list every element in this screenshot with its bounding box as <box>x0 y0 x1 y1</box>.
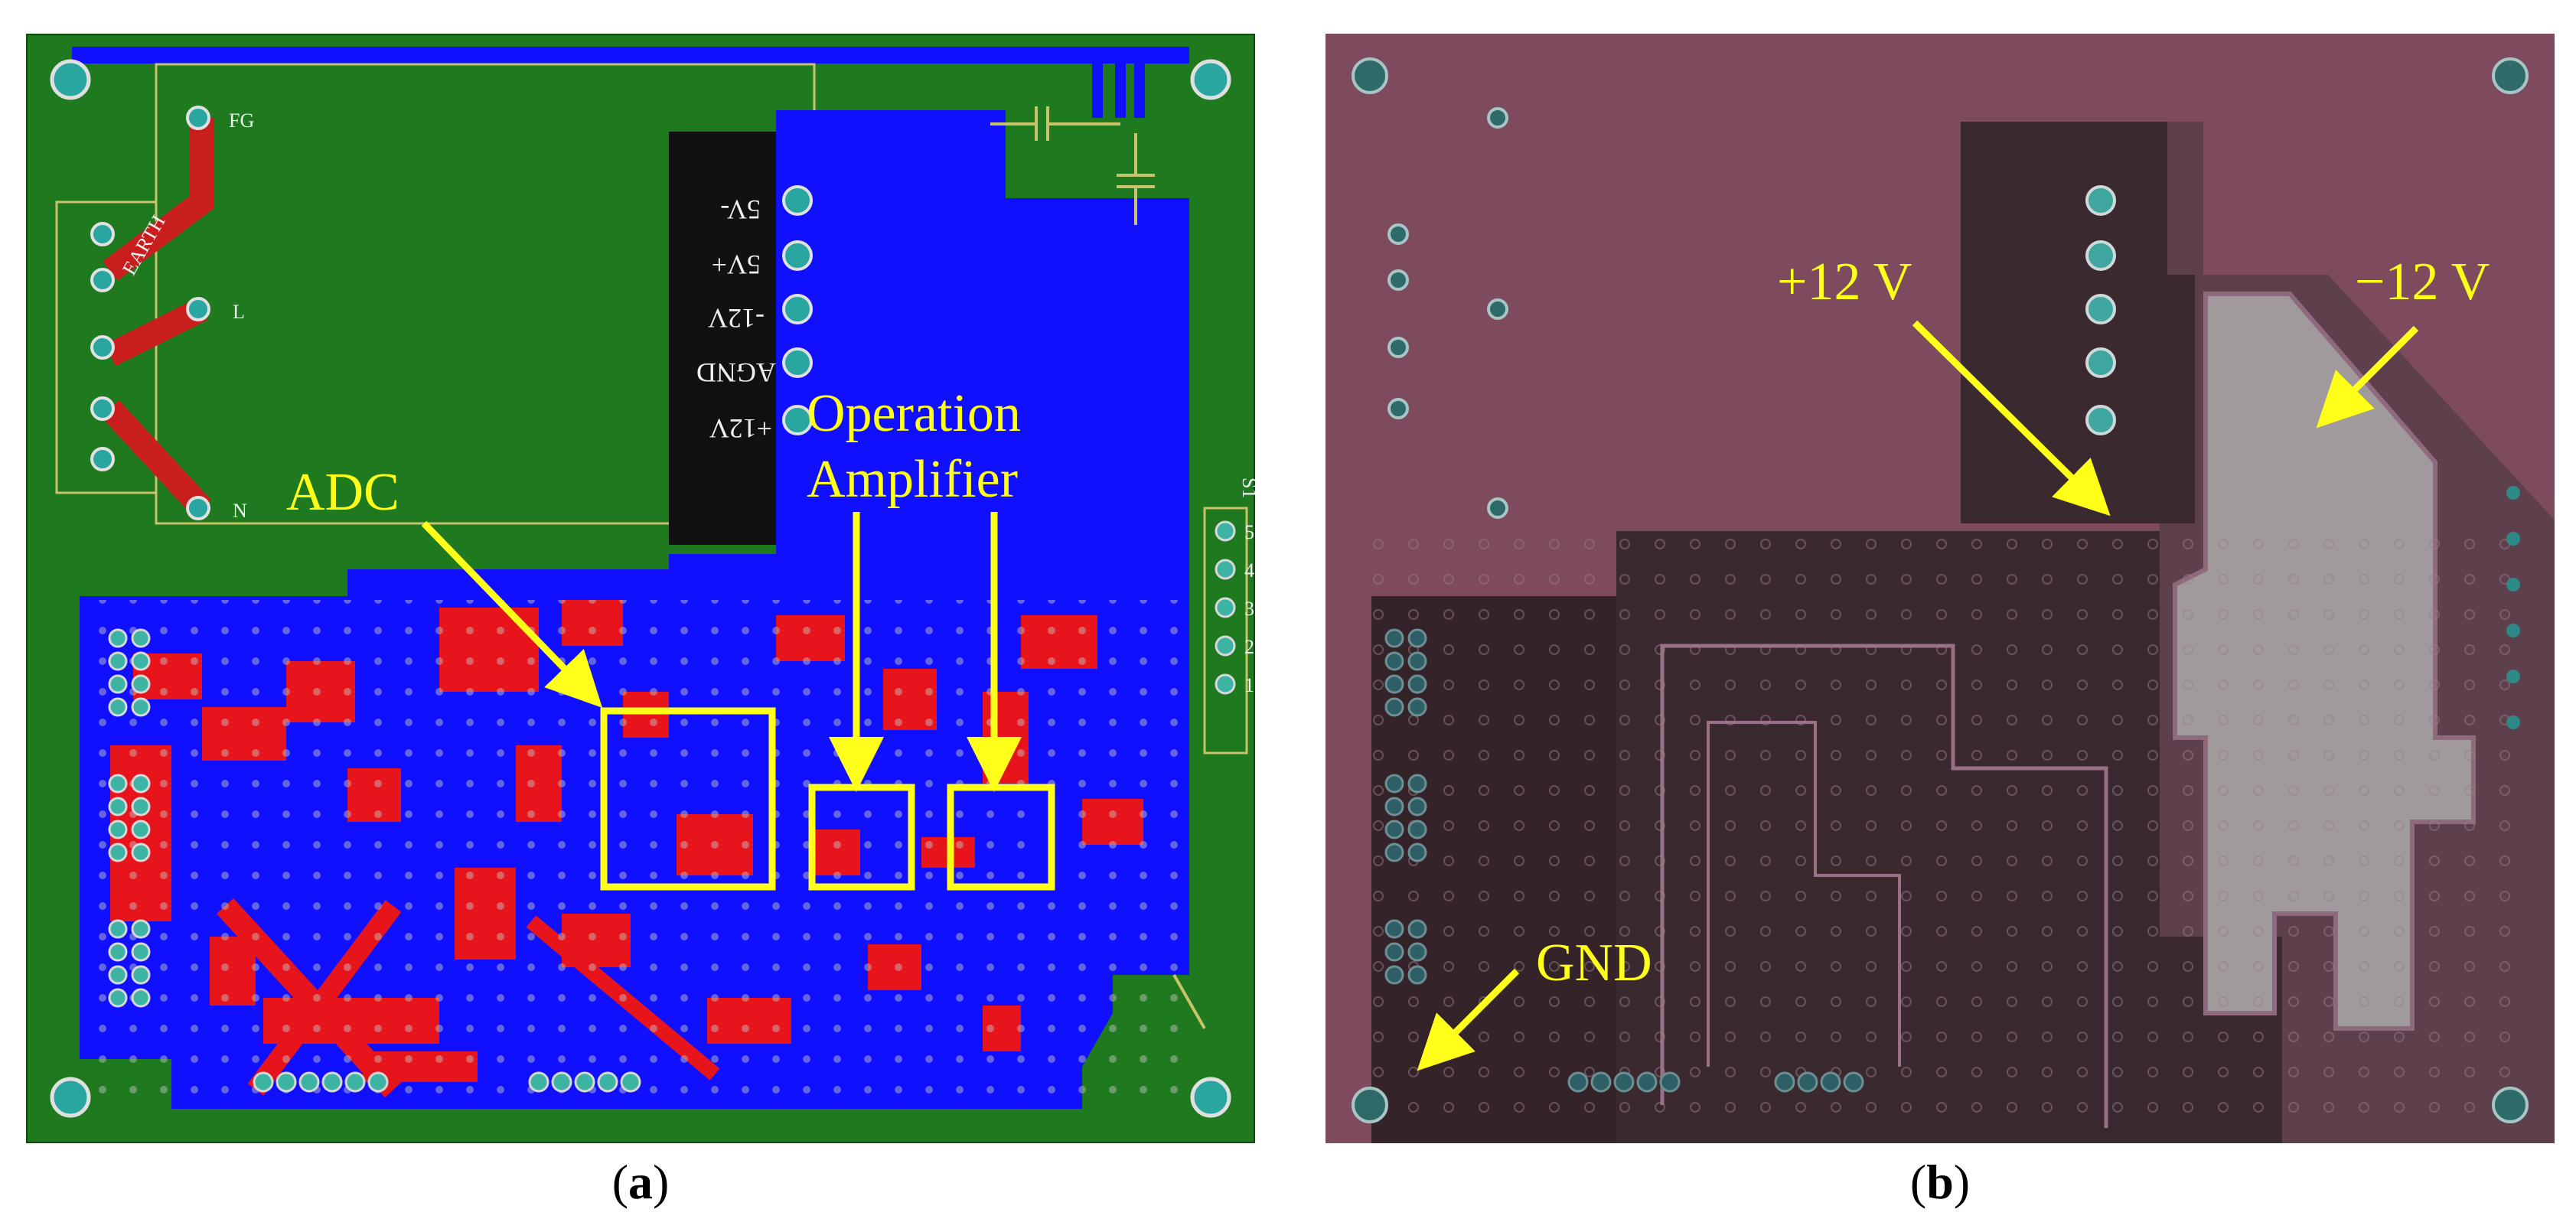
caption-a: (a) <box>611 1155 670 1209</box>
opamp-label-line2: Amplifier <box>807 450 1019 509</box>
opamp-label-line1: Operation <box>807 384 1021 443</box>
svg-text:2: 2 <box>1244 636 1254 658</box>
svg-text:S1: S1 <box>1238 477 1255 498</box>
svg-text:FG: FG <box>229 109 254 132</box>
svg-text:3: 3 <box>1244 598 1254 620</box>
neg12v-arrow <box>2316 325 2419 429</box>
pos12v-arrow <box>1912 320 2111 517</box>
bottom-headers-b <box>1567 1071 1864 1093</box>
svg-text:L: L <box>233 301 245 323</box>
pcb-layout-panel-a: 5V- 5V+ -12V AGND +12V FG L N EARTH S1 5… <box>24 32 1260 1145</box>
svg-text:-12V: -12V <box>708 303 765 334</box>
left-headers <box>108 628 151 1008</box>
svg-text:5V-: 5V- <box>720 194 761 225</box>
adc-arrow <box>421 520 603 708</box>
pcb-layout-panel-b: +12 V −12 V GND <box>1325 34 2558 1143</box>
gnd-arrow <box>1417 968 1520 1071</box>
left-headers-b <box>1384 628 1427 985</box>
svg-text:+12V: +12V <box>709 413 772 444</box>
bottom-headers <box>253 1071 641 1093</box>
adc-highlight-box <box>600 707 776 891</box>
svg-text:N: N <box>233 500 247 522</box>
svg-text:AGND: AGND <box>696 357 776 388</box>
pos12v-label: +12 V <box>1777 253 1912 311</box>
silkscreen-labels: 5V- 5V+ -12V AGND +12V <box>696 194 776 444</box>
pcb-top-layer-drawing: 5V- 5V+ -12V AGND +12V FG L N EARTH S1 5… <box>24 32 1260 1145</box>
gnd-label: GND <box>1536 934 1652 992</box>
adc-label: ADC <box>286 463 399 522</box>
pcb-ground-plane-drawing <box>1325 34 2558 1143</box>
power-connector-block <box>669 132 791 545</box>
svg-text:5V+: 5V+ <box>712 249 761 280</box>
svg-text:5: 5 <box>1244 521 1254 543</box>
svg-text:4: 4 <box>1244 559 1254 582</box>
neg12v-label: −12 V <box>2355 253 2490 311</box>
svg-text:1: 1 <box>1244 674 1254 696</box>
caption-b: (b) <box>1909 1155 1971 1209</box>
